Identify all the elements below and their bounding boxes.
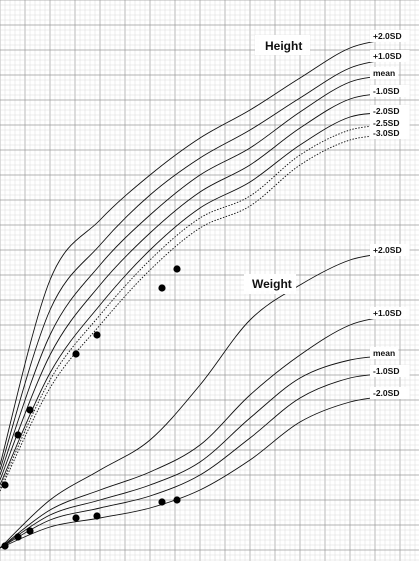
- height-data-point: [26, 406, 34, 414]
- weight-title-box: [244, 274, 296, 294]
- height-data-point: [14, 431, 22, 439]
- height-data-point: [173, 265, 181, 273]
- height-sd-label-bg: [370, 117, 410, 129]
- height-title-box: [255, 35, 310, 55]
- height-data-point: [93, 331, 101, 339]
- height-sd-label-bg: [370, 67, 399, 79]
- height-data-point: [72, 350, 80, 358]
- height-data-point: [158, 284, 166, 292]
- weight-data-point: [173, 496, 181, 504]
- weight-data-point: [1, 542, 9, 550]
- height-curve-10sd: [0, 57, 398, 471]
- height-sd-label: -1.0SD: [373, 86, 399, 96]
- weight-curve-mean: [0, 354, 398, 549]
- weight-curve-20sd: [0, 394, 398, 549]
- weight-sd-label: +1.0SD: [373, 308, 402, 318]
- chart-labels: +2.0SD +1.0SD mean -1.0SD -2.0SD -2.5SD-3.0SD…: [370, 30, 410, 399]
- weight-sd-label-bg: [370, 365, 410, 377]
- height-curve-20sd: [0, 37, 398, 466]
- weight-data-point: [26, 527, 34, 535]
- height-sd-label: -2.5SD: [373, 118, 399, 128]
- height-sd-label: -3.0SD: [373, 128, 399, 138]
- weight-data-point: [14, 533, 22, 541]
- weight-sd-label-bg: [370, 347, 399, 359]
- height-data-point: [1, 481, 9, 489]
- weight-curve-10sd: [0, 314, 398, 549]
- weight-sd-label: mean: [373, 348, 395, 358]
- height-curve-30sd: [0, 134, 398, 492]
- weight-title: Weight: [252, 277, 292, 291]
- weight-sd-label: -1.0SD: [373, 366, 399, 376]
- height-sd-label-bg: [370, 127, 410, 139]
- weight-sd-label: -2.0SD: [373, 388, 399, 398]
- height-curve-20sd: [0, 112, 398, 486]
- height-sd-label-bg: [370, 85, 410, 97]
- weight-sd-label-bg: [370, 307, 410, 319]
- weight-sd-label-bg: [370, 244, 410, 256]
- height-curve-25sd: [0, 124, 398, 489]
- height-curve-mean: [0, 74, 398, 476]
- height-sd-label: +2.0SD: [373, 31, 402, 41]
- weight-curve-20sd: [0, 251, 398, 549]
- height-sd-label: mean: [373, 68, 395, 78]
- height-curve-10sd: [0, 92, 398, 481]
- height-title: Height: [265, 39, 302, 53]
- height-sd-label-bg: [370, 30, 410, 42]
- height-sd-label: +1.0SD: [373, 51, 402, 61]
- weight-data-point: [72, 514, 80, 522]
- height-sd-label: -2.0SD: [373, 106, 399, 116]
- weight-curve-10sd: [0, 372, 398, 549]
- weight-sd-label-bg: [370, 387, 410, 399]
- height-sd-label-bg: [370, 50, 410, 62]
- weight-data-point: [93, 512, 101, 520]
- chart-curves: [0, 37, 398, 549]
- height-sd-label-bg: [370, 105, 410, 117]
- weight-data-point: [158, 498, 166, 506]
- weight-sd-label: +2.0SD: [373, 245, 402, 255]
- chart-points: [1, 265, 181, 550]
